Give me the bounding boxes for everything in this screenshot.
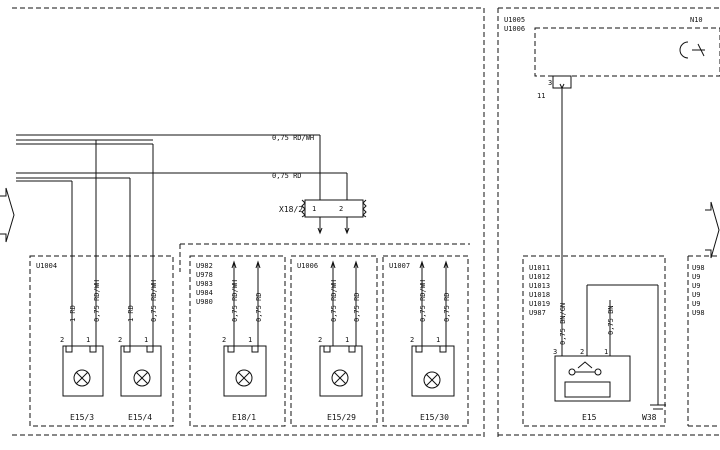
pin-label: 1 bbox=[604, 348, 608, 356]
code-label: U9 bbox=[692, 291, 700, 299]
pin-label: 1 bbox=[436, 336, 440, 344]
wire-label-e15-29-right: 0,75 RD bbox=[353, 292, 361, 322]
code-label: U1019 bbox=[529, 300, 550, 308]
code-label: U1011 bbox=[529, 264, 550, 272]
code-label: U9 bbox=[692, 273, 700, 281]
lamp-label-e15-3: E15/3 bbox=[70, 413, 94, 422]
code-label: U98 bbox=[692, 309, 705, 317]
wire-label-e15-29-left: 0,75 RD/WH bbox=[330, 280, 338, 322]
ground-label-w38: W38 bbox=[642, 413, 657, 422]
wire-label-e18-left: 0,75 RD/WH bbox=[231, 280, 239, 322]
code-label: U980 bbox=[196, 298, 213, 306]
code-label: U9 bbox=[692, 300, 700, 308]
wire-label-e15-3-left: 1 RD bbox=[69, 305, 77, 322]
pin-label: 3 bbox=[553, 348, 557, 356]
wire-label-e18-right: 0,75 RD bbox=[255, 292, 263, 322]
connector-pin-1: 1 bbox=[312, 205, 316, 213]
pin-label: 3 bbox=[548, 79, 552, 87]
pin-label: 1 bbox=[345, 336, 349, 344]
box-id-u1007: U1007 bbox=[389, 262, 410, 270]
wire-label-e15-right: 0,75 BN bbox=[607, 305, 615, 335]
lamp-label-e15-29: E15/29 bbox=[327, 413, 356, 422]
code-label: U987 bbox=[529, 309, 546, 317]
wire-label-e15-4-left: 1 RD bbox=[127, 305, 135, 322]
code-label: U1013 bbox=[529, 282, 550, 290]
box-id-u1006: U1006 bbox=[297, 262, 318, 270]
code-label: U9 bbox=[692, 282, 700, 290]
pin-label: 2 bbox=[318, 336, 322, 344]
code-label: U984 bbox=[196, 289, 213, 297]
pin-label: 1 bbox=[86, 336, 90, 344]
code-label: U983 bbox=[196, 280, 213, 288]
lamp-label-e18-1: E18/1 bbox=[232, 413, 256, 422]
code-label: U1018 bbox=[529, 291, 550, 299]
connector-label: X18/2 bbox=[279, 205, 303, 214]
connector-pin-2: 2 bbox=[339, 205, 343, 213]
wire-label-e15-4-right: 0,75 RD/WH bbox=[150, 280, 158, 322]
lamp-label-e15-30: E15/30 bbox=[420, 413, 449, 422]
wire-label-e15-30-right: 0,75 RD bbox=[443, 292, 451, 322]
wire-label-e15-left: 0,75 BN/GN bbox=[559, 303, 567, 345]
box-id-u1004: U1004 bbox=[36, 262, 57, 270]
code-label: U978 bbox=[196, 271, 213, 279]
pin-label: 1 bbox=[144, 336, 148, 344]
pin-label: 2 bbox=[60, 336, 64, 344]
wire-label-e15-30-left: 0,75 RD/WH bbox=[419, 280, 427, 322]
module-label-n10: N10 bbox=[690, 16, 703, 24]
code-label: U1005 bbox=[504, 16, 525, 24]
pin-label: 2 bbox=[410, 336, 414, 344]
bus-wire-label-rd-wh: 0,75 RD/WH bbox=[272, 134, 314, 142]
code-label: U1006 bbox=[504, 25, 525, 33]
pin-label: 11 bbox=[537, 92, 545, 100]
code-label: U98 bbox=[692, 264, 705, 272]
code-label: U982 bbox=[196, 262, 213, 270]
pin-label: 2 bbox=[118, 336, 122, 344]
pin-label: 1 bbox=[248, 336, 252, 344]
lamp-label-e15-4: E15/4 bbox=[128, 413, 152, 422]
wire-label-e15-3-right: 0,75 RD/WH bbox=[93, 280, 101, 322]
bus-wire-label-rd: 0,75 RD bbox=[272, 172, 302, 180]
pin-label: 2 bbox=[580, 348, 584, 356]
code-label: U1012 bbox=[529, 273, 550, 281]
pin-label: 2 bbox=[222, 336, 226, 344]
lamp-label-e15: E15 bbox=[582, 413, 597, 422]
